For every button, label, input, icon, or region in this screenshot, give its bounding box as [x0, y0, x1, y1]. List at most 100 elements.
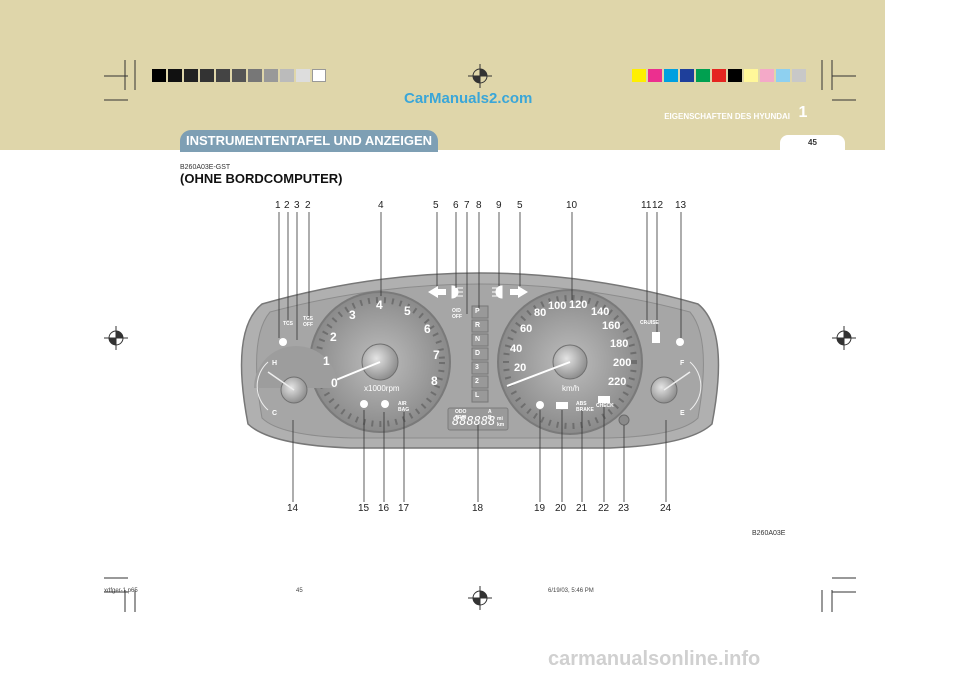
callout-14: 14	[287, 503, 299, 514]
callout-22: 22	[598, 503, 610, 514]
footer-file: xdfger-1.p65	[104, 588, 138, 594]
tach-label-1: 1	[323, 354, 330, 368]
chapter-title: EIGENSCHAFTEN DES HYUNDAI	[664, 112, 790, 121]
gear-r: R	[475, 322, 481, 329]
callout-7: 7	[464, 200, 470, 211]
tachometer-needle	[330, 361, 381, 383]
tach-unit: x1000rpm	[364, 384, 400, 393]
callout-9: 9	[496, 200, 502, 211]
callout-5a: 5	[433, 200, 439, 211]
odo-unit-mi: mi	[497, 416, 503, 422]
speed-label-160: 160	[602, 320, 621, 332]
fog-light-icon	[492, 285, 503, 299]
speed-label-40: 40	[510, 343, 523, 355]
speedometer-needle	[506, 361, 571, 387]
callout-12: 12	[652, 200, 664, 211]
speed-label-140: 140	[591, 306, 610, 318]
cruise-label: CRUISE	[640, 320, 659, 326]
doc-code: B260A03E-GST	[180, 164, 231, 171]
watermark-bottom[interactable]: carmanualsonline.info	[548, 648, 761, 670]
grayscale-bar	[152, 69, 328, 82]
callout-2b: 2	[305, 200, 311, 211]
page-heading: (OHNE BORDCOMPUTER)	[180, 171, 343, 186]
fuel-full-label: F	[680, 360, 685, 367]
tcs-label: TCS	[283, 321, 293, 327]
turn-right-arrow-icon	[510, 286, 528, 298]
callout-6: 6	[453, 200, 459, 211]
temp-hot-label: H	[272, 360, 278, 367]
callout-5b: 5	[517, 200, 523, 211]
gear-2: 2	[475, 378, 479, 385]
check-label: CHECK	[596, 403, 614, 409]
speed-label-100: 100	[548, 300, 567, 312]
gear-l: L	[475, 392, 480, 399]
callout-15: 15	[358, 503, 370, 514]
tach-label-7: 7	[433, 348, 440, 362]
chapter-number: 1	[798, 104, 808, 121]
callout-4: 4	[378, 200, 384, 211]
speed-label-180: 180	[610, 338, 629, 350]
small-indicator-icon	[618, 414, 630, 426]
callout-21: 21	[576, 503, 588, 514]
tach-label-4: 4	[376, 298, 383, 312]
temp-cold-label: C	[272, 410, 278, 417]
gear-d: D	[475, 350, 481, 357]
airbag-label: AIR BAG	[398, 401, 410, 413]
engine-check-icon	[598, 396, 610, 403]
figure-code: B260A03E	[752, 530, 786, 537]
gear-indicator-strip	[471, 305, 489, 403]
callout-8: 8	[476, 200, 482, 211]
warning-lamp-icon	[676, 338, 684, 346]
footer-page: 45	[296, 588, 303, 594]
gear-p: P	[475, 308, 480, 315]
color-bar	[632, 69, 808, 82]
speed-unit: km/h	[562, 384, 580, 393]
callout-1: 1	[275, 200, 281, 211]
odometer-digits: 888888	[452, 414, 496, 428]
callout-11: 11	[641, 200, 652, 211]
seatbelt-icon	[381, 400, 389, 408]
tach-label-2: 2	[330, 330, 337, 344]
abs-label: ABS	[576, 401, 587, 407]
od-off-label: O/D OFF	[452, 308, 462, 320]
oil-pressure-icon	[536, 401, 544, 409]
speed-label-60: 60	[520, 323, 533, 335]
high-beam-icon	[451, 285, 463, 299]
callout-20: 20	[555, 503, 567, 514]
gear-n: N	[475, 336, 481, 343]
odo-unit-km: km	[497, 422, 505, 428]
callout-13: 13	[675, 200, 687, 211]
callout-17: 17	[398, 503, 410, 514]
fuel-door-icon	[652, 332, 660, 343]
callout-19: 19	[534, 503, 546, 514]
tach-label-0: 0	[331, 376, 338, 390]
callout-18: 18	[472, 503, 484, 514]
footer-date: 6/19/03, 5:46 PM	[548, 588, 594, 594]
turn-left-arrow-icon	[428, 286, 446, 298]
battery-icon	[556, 402, 568, 409]
tach-label-5: 5	[404, 304, 411, 318]
speed-label-120: 120	[569, 299, 588, 311]
temp-icon	[360, 400, 368, 408]
fuel-empty-label: E	[680, 410, 685, 417]
brake-label: BRAKE	[576, 407, 594, 413]
tcs-off-label: TCS OFF	[303, 316, 313, 328]
speed-label-80: 80	[534, 307, 547, 319]
tach-label-8: 8	[431, 374, 438, 388]
callout-23: 23	[618, 503, 630, 514]
section-title: INSTRUMENTENTAFEL UND ANZEIGEN	[180, 130, 438, 152]
page-number: 45	[780, 135, 845, 151]
callout-10: 10	[566, 200, 578, 211]
speed-label-20: 20	[514, 362, 527, 374]
watermark-top[interactable]: CarManuals2.com	[404, 90, 533, 107]
gear-3: 3	[475, 364, 479, 371]
tach-label-3: 3	[349, 308, 356, 322]
header-tab	[885, 0, 960, 150]
callout-3: 3	[294, 200, 300, 211]
callout-16: 16	[378, 503, 390, 514]
speed-label-200: 200	[613, 357, 632, 369]
odo-label: ODO TRIP	[455, 409, 467, 421]
tach-label-6: 6	[424, 322, 431, 336]
